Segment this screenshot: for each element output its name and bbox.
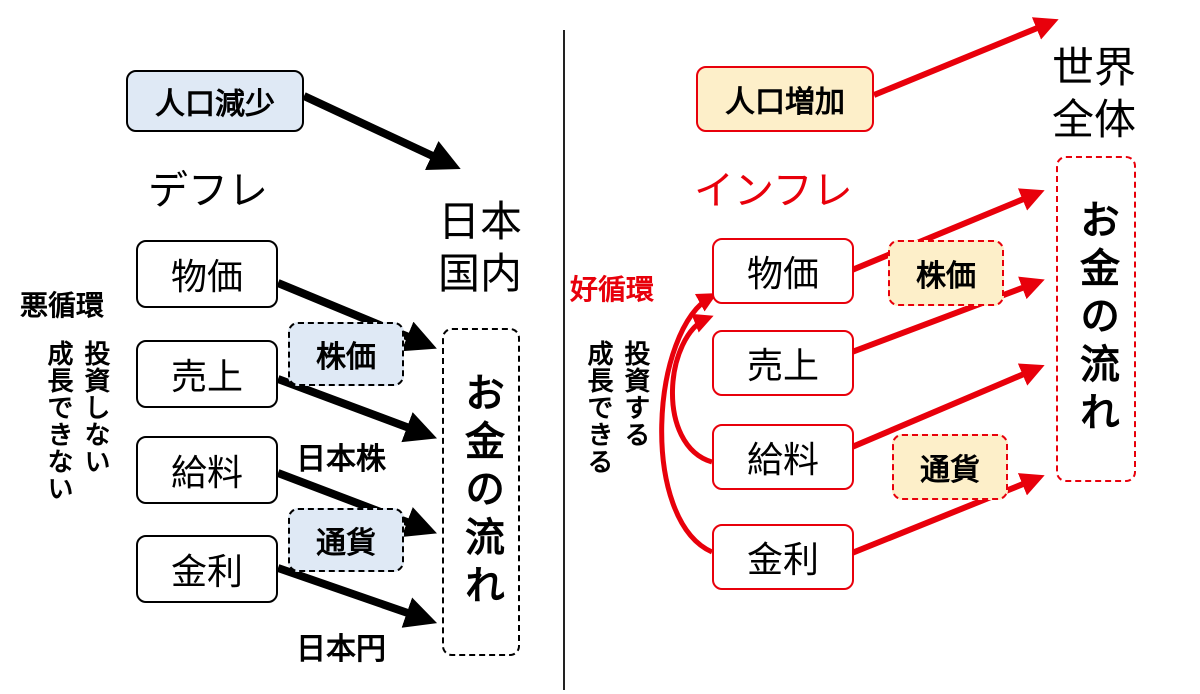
currency-tag-left: 通貨 (288, 508, 404, 572)
money-flow-label-left: お金の流れ (458, 372, 504, 612)
rate-box-left: 金利 (136, 535, 278, 603)
japanese-yen-label: 日本円 (296, 632, 386, 667)
sales-box-left: 売上 (136, 340, 278, 408)
currency-tag-right: 通貨 (892, 434, 1008, 500)
arrow-wage-to-world (850, 363, 1045, 450)
money-flow-box-right: お金の流れ (1056, 156, 1136, 482)
arrow-rate-to-flow (276, 564, 438, 628)
arrow-price-to-world (850, 188, 1045, 273)
investment-note: 投資する 成長できる (583, 340, 650, 475)
money-flow-label-right: お金の流れ (1073, 199, 1119, 439)
japanese-stocks-label: 日本株 (296, 442, 386, 477)
virtuous-cycle-label: 好循環 (570, 273, 655, 306)
vicious-cycle-label: 悪循環 (20, 289, 105, 322)
sales-box-right: 売上 (712, 330, 854, 396)
rate-box-right: 金利 (712, 524, 854, 590)
population-decrease-label: 人口減少 (155, 87, 275, 122)
price-box-left: 物価 (136, 240, 278, 308)
no-investment-note: 投資しない 成長できない (43, 340, 110, 502)
currency-tag-label-left: 通貨 (316, 526, 376, 561)
stock-price-tag-label-right: 株価 (916, 259, 976, 294)
population-decrease-box: 人口減少 (126, 70, 304, 132)
stock-price-tag-left: 株価 (288, 322, 404, 386)
rate-label-left: 金利 (170, 552, 243, 593)
arrow-population-to-world (872, 17, 1059, 98)
sales-label-left: 売上 (170, 357, 243, 398)
arrow-sales-to-flow (276, 375, 437, 443)
wage-label-right: 給料 (746, 440, 819, 481)
population-increase-box: 人口増加 (696, 66, 874, 132)
stock-price-tag-right: 株価 (888, 240, 1004, 306)
japan-domestic-label: 日本 国内 (438, 197, 523, 298)
whole-world-label: 世界 全体 (1052, 43, 1137, 144)
price-box-right: 物価 (712, 238, 854, 304)
rate-label-right: 金利 (746, 540, 819, 581)
deflation-label: デフレ (148, 168, 268, 214)
inflation-label: インフレ (694, 168, 853, 214)
currency-tag-label-right: 通貨 (920, 453, 980, 488)
wage-label-left: 給料 (170, 453, 243, 494)
price-label-right: 物価 (746, 254, 819, 295)
sales-label-right: 売上 (746, 346, 819, 387)
center-divider (563, 30, 565, 690)
cycle-curve-outer (659, 293, 718, 555)
stock-price-tag-label-left: 株価 (316, 340, 376, 375)
wage-box-left: 給料 (136, 436, 278, 504)
money-flow-box-left: お金の流れ (442, 328, 520, 656)
wage-box-right: 給料 (712, 424, 854, 490)
population-increase-label: 人口増加 (725, 85, 845, 120)
arrow-sales-to-world (850, 276, 1045, 355)
cycle-curve-inner (670, 313, 714, 465)
arrow-population-to-japan (302, 92, 461, 171)
price-label-left: 物価 (170, 257, 243, 298)
